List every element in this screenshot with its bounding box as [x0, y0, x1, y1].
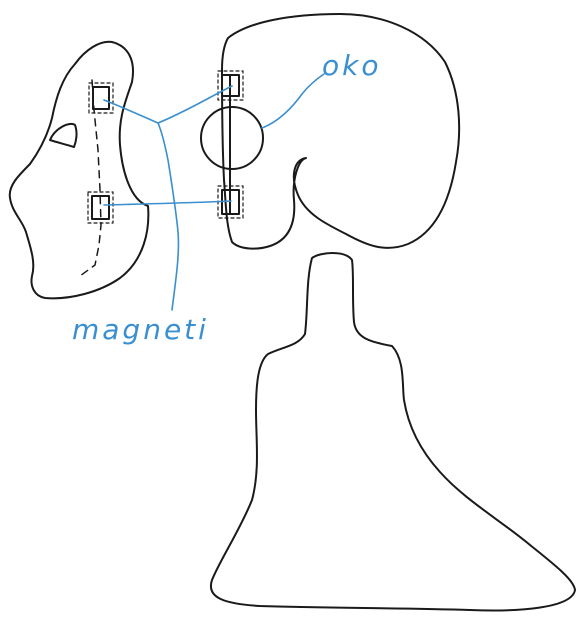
- head-body: [211, 14, 575, 610]
- eye-icon: [201, 107, 263, 169]
- face-mask-outline: [10, 42, 149, 299]
- neck-shoulders-outline: [211, 253, 575, 610]
- annotation-leaders: [104, 74, 324, 310]
- leader-magnets-trunk: [158, 123, 178, 310]
- label-eye: oko: [322, 52, 381, 80]
- leader-magnets-upper-branch: [104, 86, 232, 123]
- magnet-mask-upper-body: [93, 87, 109, 109]
- magnet-mask-lower: [88, 192, 113, 223]
- face-mask: [10, 42, 149, 299]
- leader-eye: [262, 74, 324, 128]
- leader-magnets-lower-branch: [104, 201, 231, 205]
- magnet-mask-upper: [89, 83, 113, 113]
- eye-ball: [201, 107, 263, 169]
- label-magnets: magneti: [72, 316, 209, 344]
- face-mask-eye-hole: [50, 124, 77, 147]
